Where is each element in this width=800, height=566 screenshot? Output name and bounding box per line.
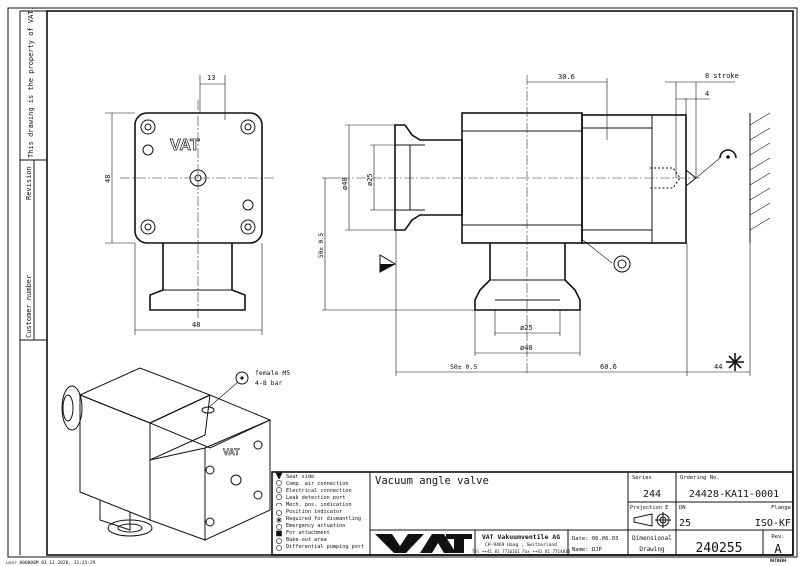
dim-dia40-bottom: ø40: [520, 344, 533, 352]
left-margin: This drawing is the property of VAT. Rev…: [6, 6, 96, 566]
side-view: 30.6 8 stroke 4 ø40 ø25 50± 0.5 ø25 ø40 …: [318, 72, 771, 376]
drawing-title: Vacuum angle valve: [375, 475, 489, 487]
dim-right-length: 60.6: [600, 363, 617, 371]
legend-item: Mech. pos. indication: [286, 502, 352, 508]
series-label: Series: [632, 475, 652, 481]
series-value: 244: [643, 489, 661, 500]
legend-item: Differential pumping port: [286, 544, 364, 550]
dismantling-marker: [726, 353, 744, 371]
legend-item: Electrical connection: [286, 488, 352, 494]
customer-number-label: Customer number: [25, 275, 33, 338]
dn-label: DN: [679, 505, 686, 511]
dim-stroke: 8 stroke: [705, 72, 739, 80]
dim-4: 4: [705, 90, 709, 98]
legend-item: Comp. air connection: [286, 481, 348, 487]
doc-type-line2: Drawing: [639, 546, 665, 553]
vat-logo: [375, 534, 472, 553]
projection-symbol: [633, 512, 671, 528]
drawing-border: [46, 10, 794, 556]
dim-dia40-left: ø40: [341, 177, 349, 190]
legend-item: Position indicator: [286, 509, 342, 515]
footer-stamp: user 000000M 01.11.2020, 11:25:29: [6, 560, 96, 566]
legend-item: Leak detection port: [286, 495, 345, 501]
drawing-number: 240255: [696, 541, 743, 556]
dim-30-6: 30.6: [558, 73, 575, 81]
ordering-label: Ordering No.: [680, 475, 720, 481]
legend-icons: [275, 472, 283, 551]
dim-dia25-left: ø25: [366, 173, 374, 186]
dn-value: 25: [679, 518, 691, 529]
company-name: VAT Vakuumventile AG: [482, 533, 560, 541]
company-phone: Tel ++41 81 7716161 Fax ++41 81 7714830: [472, 549, 571, 554]
comp-air-marker: [235, 371, 249, 385]
doc-type-line1: Dimensional: [632, 535, 672, 542]
vat-logo-iso: VAT: [223, 447, 240, 457]
corner-mark: VAT0804: [770, 558, 787, 563]
legend-item: For attachment: [286, 530, 330, 536]
dim-left-length: 50± 0.5: [450, 363, 477, 371]
ordering-number: 24428-KA11-0001: [689, 489, 779, 500]
rev-value: A: [774, 542, 782, 556]
author-name: Name: DJP: [572, 547, 602, 553]
company-address: CH-9469 Haag , Switzerland: [485, 542, 557, 548]
mech-pos-marker: [719, 149, 737, 159]
rev-label: Rev.: [771, 534, 784, 540]
legend-item: Seat side: [286, 474, 314, 480]
dim-48-v: 48: [104, 175, 112, 183]
vat-logo-front: VAT: [170, 137, 200, 154]
dim-clearance: 44: [714, 363, 722, 371]
legend-item: Bake-out area: [286, 537, 327, 543]
front-view: VAT 13 48 48: [104, 74, 275, 335]
dim-height: 50± 0.5: [318, 232, 325, 258]
property-note: This drawing is the property of VAT.: [27, 6, 35, 158]
legend-item: Required for dismantling: [286, 516, 361, 522]
revision-label: Revision: [25, 166, 33, 200]
projection-label: Projection E: [630, 505, 668, 511]
outer-frame: [7, 7, 798, 558]
dim-13: 13: [207, 74, 215, 82]
flange-value: ISO-KF: [755, 518, 791, 529]
iso-note-line1: female M5: [255, 369, 290, 377]
flange-label: Flange: [771, 505, 791, 511]
date: Date: 06.06.03: [572, 536, 618, 542]
dim-48-h: 48: [192, 321, 200, 329]
isometric-view: VAT female M5 4-8 bar: [61, 367, 290, 541]
legend: Seat side Comp. air connection Electrica…: [275, 472, 364, 551]
dim-dia25-bottom: ø25: [520, 324, 533, 332]
legend-item: Emergency actuation: [286, 523, 345, 529]
leak-detection-marker: [613, 255, 631, 273]
iso-note-line2: 4-8 bar: [255, 379, 282, 387]
title-block: Seat side Comp. air connection Electrica…: [271, 471, 794, 563]
